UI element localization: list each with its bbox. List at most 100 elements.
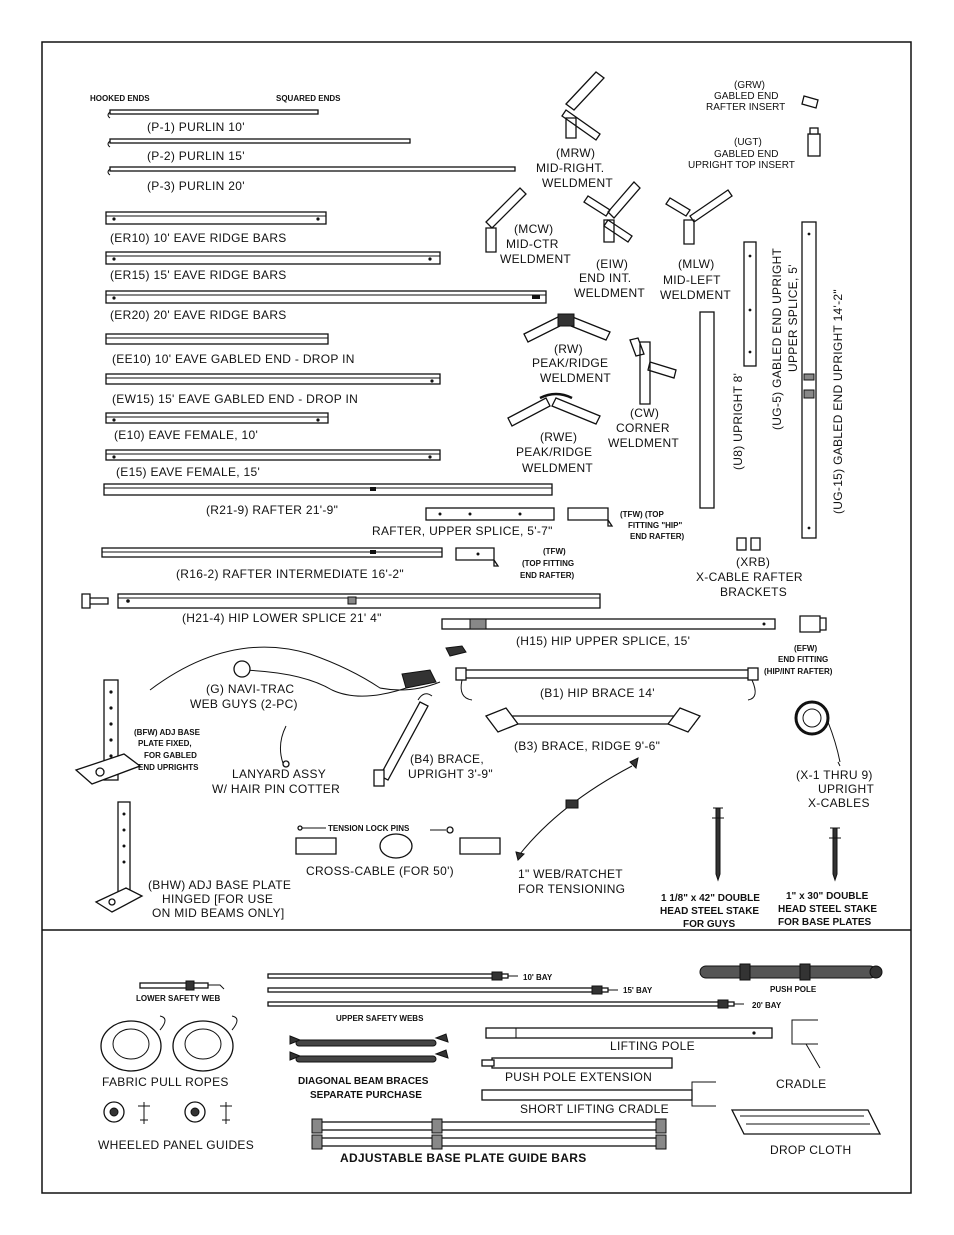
lanyard-label-1: LANYARD ASSY bbox=[232, 767, 326, 781]
upper-splice-bar bbox=[425, 507, 555, 521]
outer-frame bbox=[41, 41, 912, 1194]
lower-safety-web-label: LOWER SAFETY WEB bbox=[136, 994, 221, 1003]
purlin-p3-label: (P-3) PURLIN 20' bbox=[147, 179, 245, 193]
lanyard-part bbox=[280, 725, 287, 767]
mcw-part bbox=[485, 187, 527, 253]
cross-cable-left-bracket bbox=[295, 837, 337, 855]
ug5-bar bbox=[743, 241, 757, 367]
purlin-p2-bar bbox=[109, 138, 411, 144]
bfw-label-4: END UPRIGHTS bbox=[138, 763, 199, 772]
e15-label: (E15) EAVE FEMALE, 15' bbox=[116, 465, 260, 479]
ew15-bar bbox=[105, 373, 441, 385]
bhw-post bbox=[117, 801, 131, 899]
eiw-label-1: (EIW) bbox=[596, 257, 628, 271]
ugt-label-1: (UGT) bbox=[734, 137, 762, 148]
web-guys-label-1: (G) NAVI-TRAC bbox=[206, 682, 294, 696]
xrb-label-3: BRACKETS bbox=[720, 585, 787, 599]
grw-label-1: (GRW) bbox=[734, 80, 765, 91]
push-pole-ext-label: PUSH POLE EXTENSION bbox=[505, 1070, 652, 1084]
h21-end-fitting bbox=[81, 593, 109, 609]
x-cables-label-2: UPRIGHT bbox=[818, 782, 874, 796]
efw-label-1: (EFW) bbox=[794, 644, 817, 653]
tfw-end-label-3: END RAFTER) bbox=[520, 571, 575, 580]
guide-bar-bottom bbox=[315, 1137, 663, 1147]
e15-bar bbox=[105, 449, 441, 461]
stake-guys-icon bbox=[713, 807, 723, 882]
lifting-pole-part bbox=[485, 1027, 773, 1039]
u8-label: (U8) UPRIGHT 8' bbox=[731, 373, 745, 470]
pull-rope-coil-left bbox=[100, 1020, 162, 1072]
web-guy-ratchet bbox=[401, 669, 437, 689]
bay-15-label: 15' BAY bbox=[623, 986, 653, 995]
b4-label-1: (B4) BRACE, bbox=[410, 752, 484, 766]
xrb-label-2: X-CABLE RAFTER bbox=[696, 570, 803, 584]
cross-cable-label: CROSS-CABLE (FOR 50') bbox=[306, 864, 454, 878]
ug5-label-1: (UG-5) GABLED END UPRIGHT bbox=[770, 247, 784, 430]
er10-label: (ER10) 10' EAVE RIDGE BARS bbox=[110, 231, 287, 245]
cross-cable-right-bracket bbox=[459, 837, 501, 855]
er10-bar bbox=[105, 211, 327, 225]
eiw-label-2: END INT. bbox=[579, 271, 631, 285]
stake-guys-label-3: FOR GUYS bbox=[683, 919, 736, 930]
lanyard-label-2: W/ HAIR PIN COTTER bbox=[212, 782, 340, 796]
bhw-plate bbox=[94, 887, 144, 913]
h21-bar bbox=[117, 593, 601, 609]
mlw-part bbox=[665, 189, 733, 245]
cradle-part bbox=[791, 1019, 821, 1069]
lifting-pole-label: LIFTING POLE bbox=[610, 1039, 695, 1053]
bhw-label-1: (BHW) ADJ BASE PLATE bbox=[148, 878, 291, 892]
cradle-label: CRADLE bbox=[776, 1077, 826, 1091]
tfw-hip-label-1: (TFW) (TOP bbox=[620, 510, 665, 519]
fabric-pull-ropes-label: FABRIC PULL ROPES bbox=[102, 1075, 229, 1089]
cross-cable-coil bbox=[379, 833, 413, 859]
h15-bar bbox=[441, 618, 776, 630]
grw-label-3: RAFTER INSERT bbox=[706, 102, 785, 113]
short-lifting-cradle-part bbox=[481, 1089, 693, 1101]
safety-web-20-bay bbox=[267, 1001, 735, 1007]
tension-pins-label: TENSION LOCK PINS bbox=[328, 824, 410, 833]
bay-20-label: 20' BAY bbox=[752, 1001, 782, 1010]
b1-brace bbox=[461, 669, 757, 679]
upper-splice-label: RAFTER, UPPER SPLICE, 5'-7" bbox=[372, 524, 553, 538]
tfw-hip-label-3: END RAFTER) bbox=[630, 532, 685, 541]
ratchet-label-1: 1" WEB/RATCHET bbox=[518, 867, 623, 881]
lower-safety-web-part bbox=[139, 982, 209, 989]
bfw-label-3: FOR GABLED bbox=[144, 751, 197, 760]
b1-label: (B1) HIP BRACE 14' bbox=[540, 686, 655, 700]
rw-label-3: WELDMENT bbox=[540, 371, 611, 385]
drop-cloth-part bbox=[730, 1109, 882, 1135]
purlin-p1-bar bbox=[109, 109, 319, 115]
diagonal-label-1: DIAGONAL BEAM BRACES bbox=[298, 1076, 429, 1087]
hooked-ends-label: HOOKED ENDS bbox=[90, 94, 150, 103]
cw-part bbox=[629, 337, 677, 405]
diagonal-beam-braces bbox=[289, 1033, 449, 1063]
panel-guide-left-bracket bbox=[138, 1102, 150, 1124]
ee10-bar bbox=[105, 333, 329, 345]
safety-web-10-bay bbox=[267, 973, 509, 979]
b3-label: (B3) BRACE, RIDGE 9'-6" bbox=[514, 739, 660, 753]
ew15-label: (EW15) 15' EAVE GABLED END - DROP IN bbox=[112, 392, 358, 406]
eave-bars-group: (ER10) 10' EAVE RIDGE BARS (ER15) 15' EA… bbox=[105, 211, 547, 479]
mlw-label-1: (MLW) bbox=[678, 257, 715, 271]
accessories-group: LOWER SAFETY WEB 10' BAY 15' BAY 20' BAY… bbox=[98, 963, 883, 1165]
h15-label: (H15) HIP UPPER SPLICE, 15' bbox=[516, 634, 690, 648]
ee10-label: (EE10) 10' EAVE GABLED END - DROP IN bbox=[112, 352, 355, 366]
guide-bar-top bbox=[315, 1121, 663, 1131]
weldments-group: (MRW) MID-RIGHT. WELDMENT (GRW) GABLED E… bbox=[485, 71, 821, 475]
ugt-label-3: UPRIGHT TOP INSERT bbox=[688, 160, 795, 171]
purlin-p1-label: (P-1) PURLIN 10' bbox=[147, 120, 245, 134]
bfw-plate bbox=[74, 753, 142, 785]
x-cables-label-3: X-CABLES bbox=[808, 796, 870, 810]
ug15-label: (UG-15) GABLED END UPRIGHT 14'-2" bbox=[831, 289, 845, 514]
tfw-end-label-2: (TOP FITTING bbox=[522, 559, 574, 568]
upper-safety-webs-label: UPPER SAFETY WEBS bbox=[336, 1014, 424, 1023]
rafters-group: (R21-9) RAFTER 21'-9" RAFTER, UPPER SPLI… bbox=[81, 483, 833, 676]
rwe-label-3: WELDMENT bbox=[522, 461, 593, 475]
panel-guide-right-bracket bbox=[220, 1102, 232, 1124]
xrb-bracket-left bbox=[736, 537, 747, 551]
er15-label: (ER15) 15' EAVE RIDGE BARS bbox=[110, 268, 287, 282]
mrw-part bbox=[561, 71, 605, 141]
efw-part bbox=[799, 615, 827, 633]
ug5-label-2: UPPER SPLICE, 5' bbox=[786, 264, 800, 372]
bay-10-label: 10' BAY bbox=[523, 973, 553, 982]
